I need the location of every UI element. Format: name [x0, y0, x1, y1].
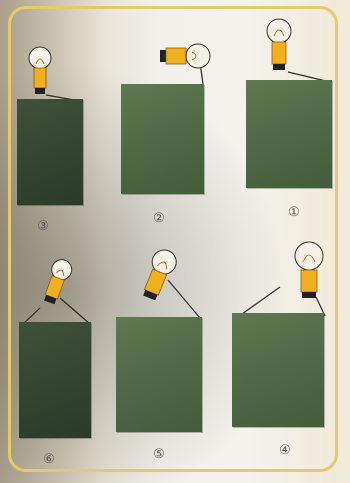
panel-5 [116, 317, 202, 432]
panel-2 [121, 84, 204, 194]
bulb-icon [134, 246, 178, 308]
panel-6 [19, 322, 91, 438]
wire-panel-4-left [242, 287, 280, 314]
panel-label: ⑤ [150, 447, 168, 462]
bulb-icon [34, 256, 74, 314]
bulb-icon [158, 40, 214, 72]
panel-label: ② [150, 211, 168, 226]
bulb-icon [26, 44, 54, 98]
panel-1 [246, 80, 332, 188]
bulb-icon [264, 16, 294, 74]
panel-3 [17, 99, 83, 205]
panel-label: ③ [34, 219, 52, 234]
panel-label: ④ [276, 443, 294, 458]
panel-label: ⑥ [40, 452, 58, 467]
panel-4 [232, 313, 324, 427]
panel-label: ① [285, 205, 303, 220]
bulb-icon [292, 240, 326, 302]
